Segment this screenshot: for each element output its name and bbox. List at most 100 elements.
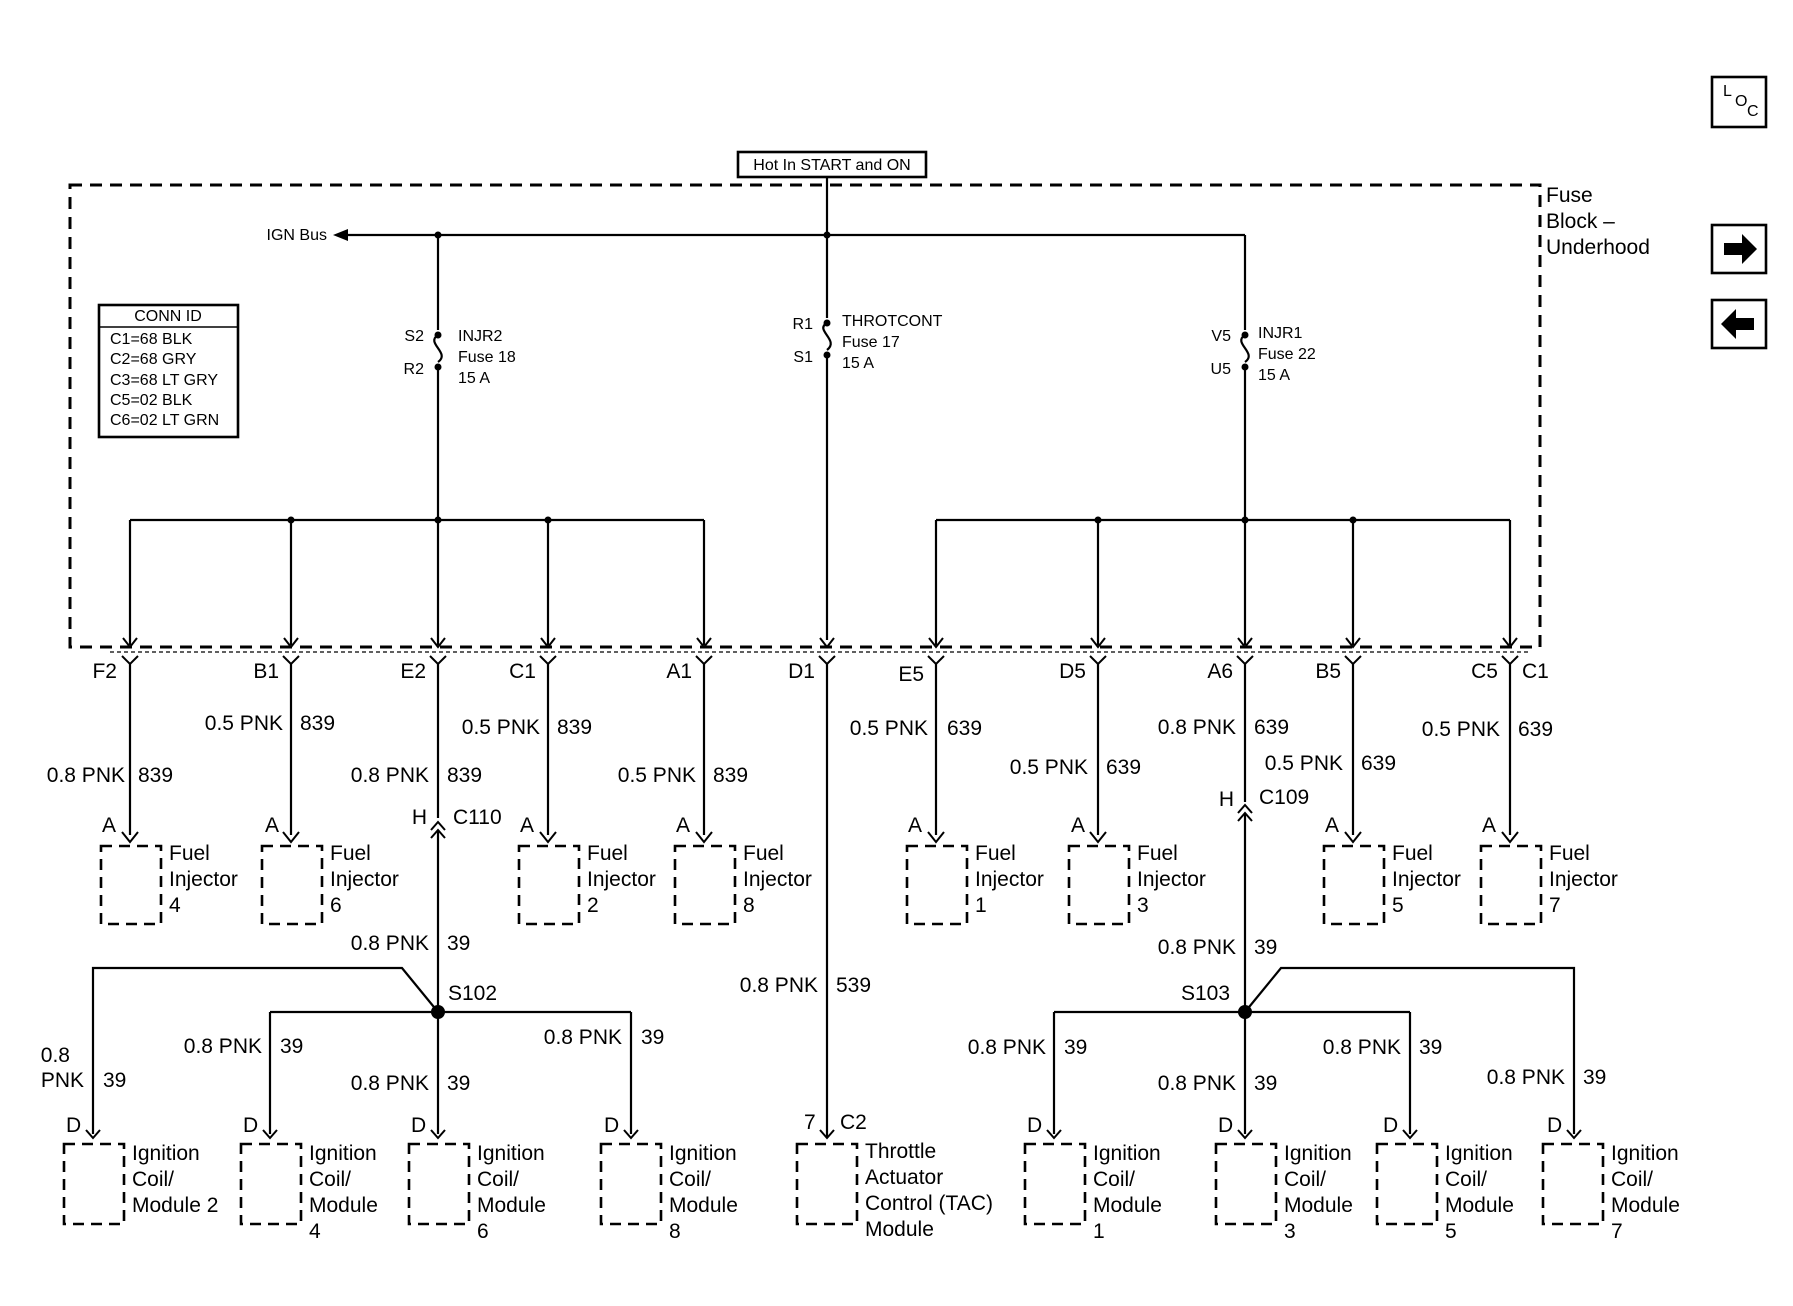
- svg-text:Coil/: Coil/: [669, 1168, 711, 1191]
- injector-4: A Fuel Injector 4: [99, 814, 238, 926]
- svg-text:0.8 PNK: 0.8 PNK: [544, 1026, 622, 1049]
- svg-text:Module: Module: [1093, 1194, 1162, 1217]
- wire-label: 39: [447, 932, 470, 955]
- svg-text:Fuel: Fuel: [330, 842, 371, 865]
- wire-labels-upper: 0.8 PNK 839 0.5 PNK 839 0.8 PNK 839 0.5 …: [47, 712, 1553, 787]
- svg-text:A: A: [1325, 814, 1339, 837]
- wire-labels-lower: 0.8 PNK 39 0.8 PNK 39 0.8 PNK 39 0.8 PNK…: [41, 1026, 1607, 1095]
- svg-text:0.8 PNK: 0.8 PNK: [351, 764, 429, 787]
- svg-text:0.8 PNK: 0.8 PNK: [184, 1035, 262, 1058]
- svg-text:4: 4: [309, 1220, 321, 1243]
- svg-text:1: 1: [1093, 1220, 1105, 1243]
- svg-text:Injector: Injector: [330, 868, 399, 891]
- svg-text:Hot In START and ON: Hot In START and ON: [753, 157, 910, 174]
- svg-text:Coil/: Coil/: [1445, 1168, 1487, 1191]
- ign-bus-label: IGN Bus: [267, 227, 327, 244]
- svg-text:Module 2: Module 2: [132, 1194, 218, 1217]
- ignition-coil-7: D Ignition Coil/ Module 7: [1541, 1114, 1680, 1243]
- svg-text:Block –: Block –: [1546, 210, 1615, 233]
- svg-text:C5: C5: [1471, 660, 1498, 683]
- inline-connector-c109: H C109: [1219, 786, 1309, 822]
- svg-text:Fuse 18: Fuse 18: [458, 349, 516, 366]
- svg-text:Coil/: Coil/: [477, 1168, 519, 1191]
- svg-text:39: 39: [103, 1069, 126, 1092]
- fuse-block-label: Fuse Block – Underhood: [1546, 184, 1650, 259]
- svg-text:0.5 PNK: 0.5 PNK: [618, 764, 696, 787]
- svg-text:0.8 PNK: 0.8 PNK: [47, 764, 125, 787]
- svg-text:S2: S2: [404, 328, 424, 345]
- injector-8: A Fuel Injector 8: [673, 814, 812, 926]
- svg-text:Fuse 22: Fuse 22: [1258, 346, 1316, 363]
- svg-text:E5: E5: [898, 663, 924, 686]
- svg-text:E2: E2: [400, 660, 426, 683]
- svg-text:6: 6: [330, 894, 342, 917]
- svg-text:639: 639: [1254, 716, 1289, 739]
- svg-text:A: A: [520, 814, 534, 837]
- svg-text:A: A: [102, 814, 116, 837]
- svg-text:B5: B5: [1315, 660, 1341, 683]
- svg-text:Module: Module: [1445, 1194, 1514, 1217]
- svg-text:7: 7: [804, 1111, 816, 1134]
- injector-7: A Fuel Injector 7: [1479, 814, 1618, 926]
- injector-3: A Fuel Injector 3: [1067, 814, 1206, 926]
- injector-2: A Fuel Injector 2: [517, 814, 656, 926]
- svg-text:0.8 PNK: 0.8 PNK: [968, 1036, 1046, 1059]
- svg-text:D: D: [1218, 1114, 1233, 1137]
- connector-female-marks: [121, 655, 1519, 666]
- svg-text:0.5 PNK: 0.5 PNK: [1265, 752, 1343, 775]
- svg-text:Ignition: Ignition: [1611, 1142, 1679, 1165]
- svg-text:839: 839: [138, 764, 173, 787]
- svg-text:Module: Module: [669, 1194, 738, 1217]
- svg-text:F2: F2: [92, 660, 117, 683]
- svg-text:839: 839: [300, 712, 335, 735]
- svg-text:Module: Module: [1611, 1194, 1680, 1217]
- svg-text:Ignition: Ignition: [477, 1142, 545, 1165]
- svg-text:Ignition: Ignition: [1093, 1142, 1161, 1165]
- svg-text:639: 639: [947, 717, 982, 740]
- svg-text:A: A: [1071, 814, 1085, 837]
- svg-text:C6=02 LT GRN: C6=02 LT GRN: [110, 412, 219, 429]
- fuse-block-outline: [68, 183, 1542, 649]
- svg-text:0.5 PNK: 0.5 PNK: [850, 717, 928, 740]
- svg-text:639: 639: [1106, 756, 1141, 779]
- svg-text:CONN ID: CONN ID: [134, 308, 202, 325]
- next-page-button[interactable]: [1710, 223, 1768, 275]
- svg-text:Fuel: Fuel: [1392, 842, 1433, 865]
- svg-text:R1: R1: [793, 316, 814, 333]
- svg-text:Fuel: Fuel: [743, 842, 784, 865]
- svg-text:Fuse: Fuse: [1546, 184, 1593, 207]
- svg-text:0.5 PNK: 0.5 PNK: [462, 716, 540, 739]
- svg-text:Injector: Injector: [743, 868, 812, 891]
- svg-text:Injector: Injector: [1392, 868, 1461, 891]
- svg-text:Injector: Injector: [587, 868, 656, 891]
- svg-text:Coil/: Coil/: [309, 1168, 351, 1191]
- fuse-injr1: V5 U5 INJR1 Fuse 22 15 A: [1211, 325, 1316, 520]
- svg-text:5: 5: [1445, 1220, 1457, 1243]
- svg-text:THROTCONT: THROTCONT: [842, 313, 943, 330]
- arrow-right-icon: [1724, 234, 1757, 264]
- svg-text:15 A: 15 A: [842, 355, 874, 372]
- inline-connector-c110: H C110: [412, 806, 502, 839]
- svg-text:Fuel: Fuel: [1137, 842, 1178, 865]
- bus-drops: [128, 520, 1512, 645]
- loc-button[interactable]: L O C: [1710, 75, 1768, 129]
- svg-text:A: A: [1482, 814, 1496, 837]
- svg-text:5: 5: [1392, 894, 1404, 917]
- svg-text:C1=68 BLK: C1=68 BLK: [110, 331, 193, 348]
- svg-text:Fuse 17: Fuse 17: [842, 334, 900, 351]
- svg-text:C5=02 BLK: C5=02 BLK: [110, 392, 193, 409]
- svg-text:1: 1: [975, 894, 987, 917]
- svg-text:Underhood: Underhood: [1546, 236, 1650, 259]
- connector-pin-labels: F2 B1 E2 C1 A1 D1 E5 D5 A6 B5 C5 C1: [92, 660, 1548, 686]
- previous-page-button[interactable]: [1710, 298, 1768, 350]
- svg-text:D: D: [1547, 1114, 1562, 1137]
- svg-text:D: D: [66, 1114, 81, 1137]
- wire-label: 0.8 PNK: [351, 932, 429, 955]
- svg-text:Ignition: Ignition: [669, 1142, 737, 1165]
- svg-text:H: H: [1219, 788, 1234, 811]
- svg-text:Fuel: Fuel: [587, 842, 628, 865]
- svg-text:Fuel: Fuel: [169, 842, 210, 865]
- svg-text:D: D: [1383, 1114, 1398, 1137]
- tac-module: 7 C2 Throttle Actuator Control (TAC) Mod…: [795, 1111, 993, 1241]
- svg-text:Module: Module: [1284, 1194, 1353, 1217]
